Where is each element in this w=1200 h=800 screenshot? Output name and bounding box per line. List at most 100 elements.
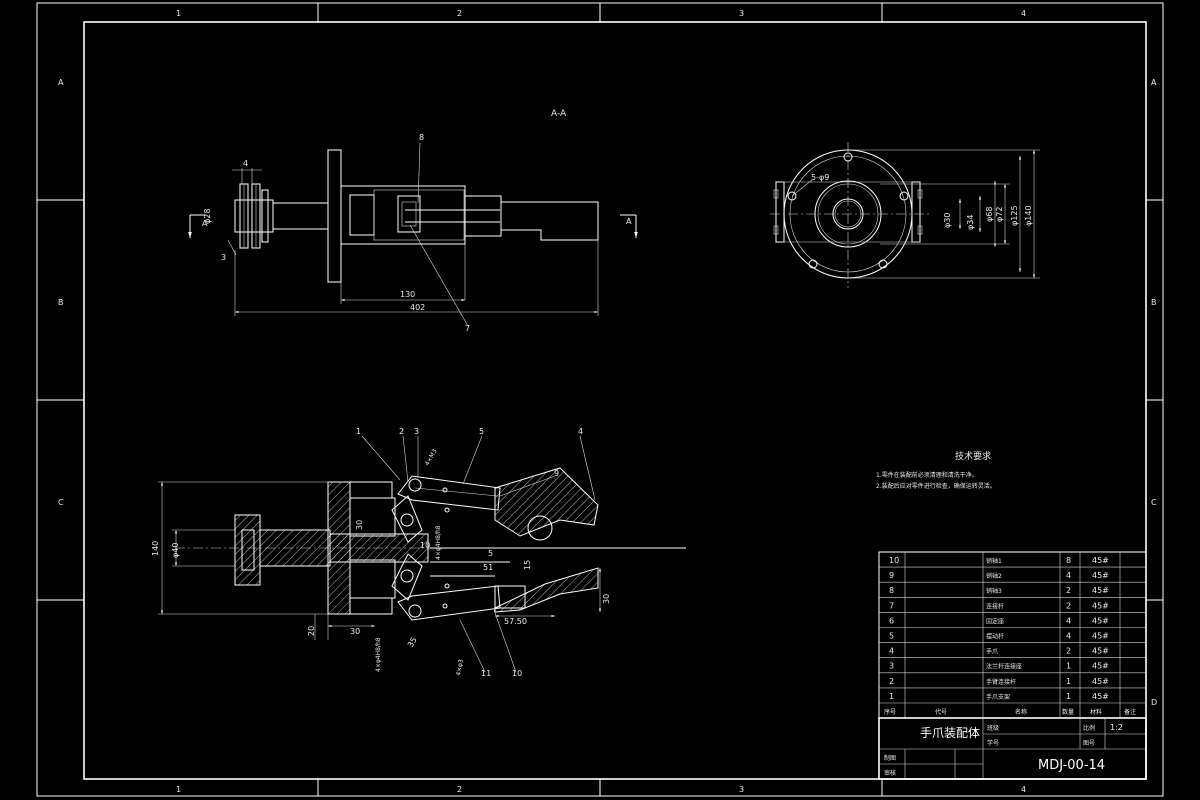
bom-header-no: 序号 [884, 708, 896, 716]
bom-cell-mat: 45# [1092, 692, 1109, 701]
bolt-holes [787, 152, 909, 269]
dim-d30: φ30 [943, 213, 952, 228]
end-coupling [234, 199, 274, 233]
bom-header-name: 名称 [1015, 708, 1027, 716]
scale-label: 比例 [1083, 724, 1095, 732]
bom-cell-mat: 45# [1092, 647, 1109, 656]
drawn-label: 制图 [884, 754, 896, 762]
dim-holes: 5-φ9 [811, 173, 829, 182]
title-block: 手爪装配体 班级 比例 1:2 学号 图号 制图 审核 MDJ-00-14 [878, 717, 1147, 780]
shaft [272, 202, 329, 230]
section-arrow-a-right: A [626, 217, 632, 226]
bom-cell-qty: 1 [1066, 662, 1071, 671]
section-arrow-a-left: A [202, 219, 208, 228]
dim-15: 15 [523, 560, 532, 570]
dim-402: 402 [410, 303, 425, 312]
scale-value: 1:2 [1110, 723, 1123, 732]
dim-shaft-dia: φ28 [203, 209, 212, 224]
bom-cell-mat: 45# [1092, 601, 1109, 610]
dim-20-main: 20 [307, 626, 316, 636]
zone-top-2: 2 [457, 9, 462, 18]
note-pin-fit-left: 4×φ4H8/h8 [375, 637, 382, 672]
bom-cell-qty: 1 [1066, 692, 1071, 701]
upper-finger-hatched [494, 467, 599, 537]
flange-plate [327, 149, 342, 283]
dim-30-vertical: 30 [355, 520, 364, 530]
bom-cell-name: 销轴3 [986, 587, 1002, 595]
zone-bottom-2: 2 [457, 785, 462, 794]
bom-header-mat: 材料 [1090, 708, 1102, 716]
id-label: 学号 [987, 739, 999, 747]
main-assembly-view: 140 φ40 30 20 30 35 57.50 15 30 51 5 10 … [151, 427, 686, 678]
finger-section [501, 201, 599, 241]
balloon-3: 3 [414, 427, 419, 436]
dim-10: 10 [420, 541, 430, 550]
bom-cell-no: 9 [889, 571, 894, 580]
dim-51: 51 [483, 563, 493, 572]
note-pin-fit-center: 4×φ4H8/h8 [435, 525, 442, 560]
dim-d72: φ72 [995, 207, 1004, 222]
dim-30-main: 30 [350, 627, 360, 636]
note-phi3: 4×φ3 [455, 659, 465, 677]
bom-cell-mat: 45# [1092, 632, 1109, 641]
sheet-frame [36, 2, 1164, 797]
dim-140-main: 140 [151, 541, 160, 556]
bom-cell-no: 8 [889, 586, 894, 595]
zone-left-a: A [58, 78, 64, 87]
dim-d34: φ34 [966, 215, 975, 230]
tech-line-2: 2.装配后应对零件进行检查，确保运转灵活。 [876, 482, 996, 490]
side-view: φ30 φ34 φ68 φ72 φ125 φ140 5-φ9 [770, 142, 1040, 288]
section-view-a-a: A-A 8 7 4 φ28 3 [188, 109, 638, 333]
sheet-label: 图号 [1083, 740, 1095, 747]
balloon-11: 11 [481, 669, 491, 678]
zone-labels: 1 2 3 4 1 2 3 4 A B C A B C D [58, 9, 1157, 794]
zone-top-3: 3 [739, 9, 744, 18]
bom-cell-no: 5 [889, 632, 894, 641]
check-label: 审核 [884, 769, 896, 777]
bom-cell-mat: 45# [1092, 586, 1109, 595]
lower-finger-hatched [494, 567, 599, 613]
zone-bottom-3: 3 [739, 785, 744, 794]
bom-cell-name: 摆动杆 [986, 633, 1004, 641]
bom-cell-name: 手爪支架 [986, 693, 1010, 701]
bom-header-code: 代号 [935, 708, 947, 716]
class-label: 班级 [987, 724, 999, 732]
zone-left-c: C [58, 498, 64, 507]
bom-cell-mat: 45# [1092, 616, 1109, 625]
zone-right-c: C [1151, 498, 1157, 507]
bom-header-note: 备注 [1124, 708, 1136, 716]
bom-cell-qty: 4 [1066, 632, 1071, 641]
lower-link [397, 585, 501, 621]
section-title: A-A [551, 109, 567, 119]
bom-cell-qty: 2 [1066, 586, 1071, 595]
drawing-code: MDJ-00-14 [1038, 758, 1105, 773]
dim-d40-main: φ40 [171, 543, 180, 558]
bom-cell-mat: 45# [1092, 662, 1109, 671]
bom-cell-name: 连接杆 [986, 602, 1004, 610]
bom-cell-name: 固定座 [986, 617, 1004, 625]
bom-cell-no: 3 [889, 662, 894, 671]
bom-cell-no: 4 [889, 647, 894, 656]
coupling-hatched [234, 514, 261, 586]
bom-cell-qty: 1 [1066, 677, 1071, 686]
shaft-hatched [259, 529, 331, 567]
bom-cell-name: 销轴1 [986, 557, 1002, 565]
tech-line-1: 1.零件在装配前必须清理和清洗干净。 [876, 471, 978, 479]
bom-cell-no: 7 [889, 601, 894, 610]
technical-requirements: 技术要求 1.零件在装配前必须清理和清洗干净。 2.装配后应对零件进行检查，确保… [876, 450, 996, 490]
balloon-4: 4 [578, 427, 583, 436]
zone-left-b: B [58, 298, 64, 307]
dim-thickness: 4 [243, 159, 248, 168]
balloon-5: 5 [479, 427, 484, 436]
dim-5750: 57.50 [504, 617, 527, 626]
zone-right-b: B [1151, 298, 1157, 307]
zone-top-4: 4 [1021, 9, 1026, 18]
bom-cell-qty: 2 [1066, 647, 1071, 656]
zone-top-1: 1 [176, 9, 181, 18]
zone-bottom-1: 1 [176, 785, 181, 794]
bracket-hatched [327, 481, 351, 615]
bom-cell-name: 销轴2 [986, 572, 1002, 580]
bom-cell-qty: 2 [1066, 601, 1071, 610]
dim-30-right: 30 [602, 594, 611, 604]
